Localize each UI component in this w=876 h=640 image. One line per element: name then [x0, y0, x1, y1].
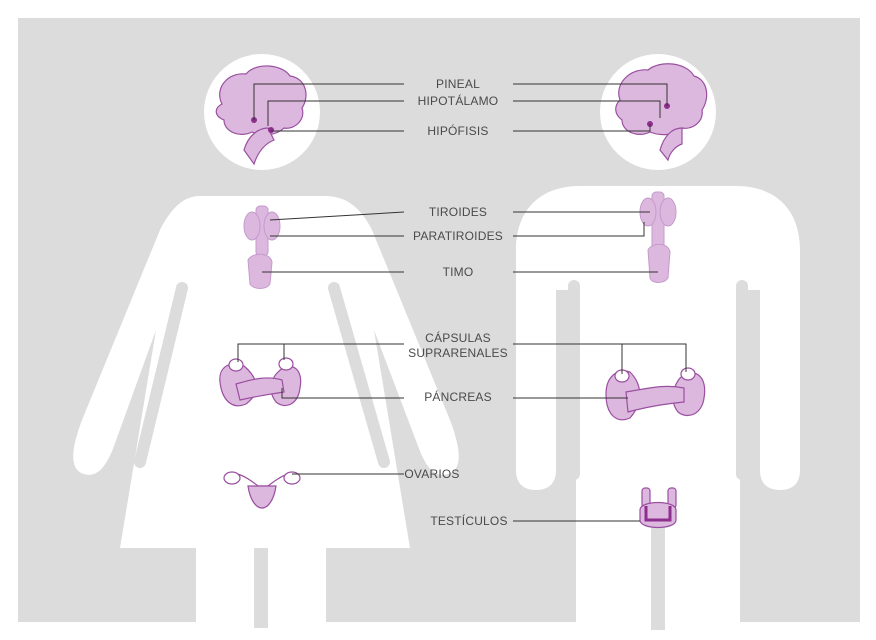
label-paratiroides: PARATIROIDES: [413, 229, 503, 243]
line-tiroides-left: [269, 211, 405, 221]
label-hipofisis: HIPÓFISIS: [427, 124, 489, 138]
female-thyroid: [243, 205, 281, 289]
label-hipotalamo: HIPOTÁLAMO: [417, 94, 499, 108]
male-brain: [615, 63, 708, 162]
line-pancreas-left: [281, 388, 404, 399]
line-pineal-right: [513, 83, 668, 106]
female-brain: [215, 65, 307, 166]
label-pineal: PINEAL: [436, 77, 480, 91]
label-pancreas: PÁNCREAS: [424, 390, 492, 404]
female-ovaries: [223, 471, 301, 509]
male-torso: [516, 186, 800, 630]
line-paratiroides-right: [513, 222, 645, 237]
line-hipotalamo-left: [267, 100, 404, 126]
line-hipotalamo-right: [513, 100, 661, 118]
female-leg-right: [268, 540, 326, 630]
label-ovarios: OVARIOS: [404, 467, 460, 481]
female-adrenals-pancreas: [219, 357, 302, 407]
line-hipofisis-right: [513, 124, 651, 132]
female-leg-left: [196, 540, 254, 630]
male-testicles: [639, 487, 677, 529]
line-capsulas-right: [513, 343, 687, 372]
male-thyroid: [639, 191, 677, 283]
label-timo: TIMO: [442, 265, 474, 279]
label-capsulas-line2: SUPRARENALES: [408, 346, 508, 360]
label-capsulas-line1: CÁPSULAS: [425, 331, 491, 345]
label-testiculos: TESTÍCULOS: [430, 514, 508, 528]
connector-lines: [237, 83, 687, 522]
label-tiroides: TIROIDES: [428, 205, 488, 219]
line-pineal-left: [253, 83, 404, 120]
female-body: [73, 196, 459, 548]
male-adrenals-pancreas: [605, 367, 706, 421]
line-capsulas-left: [237, 343, 404, 362]
